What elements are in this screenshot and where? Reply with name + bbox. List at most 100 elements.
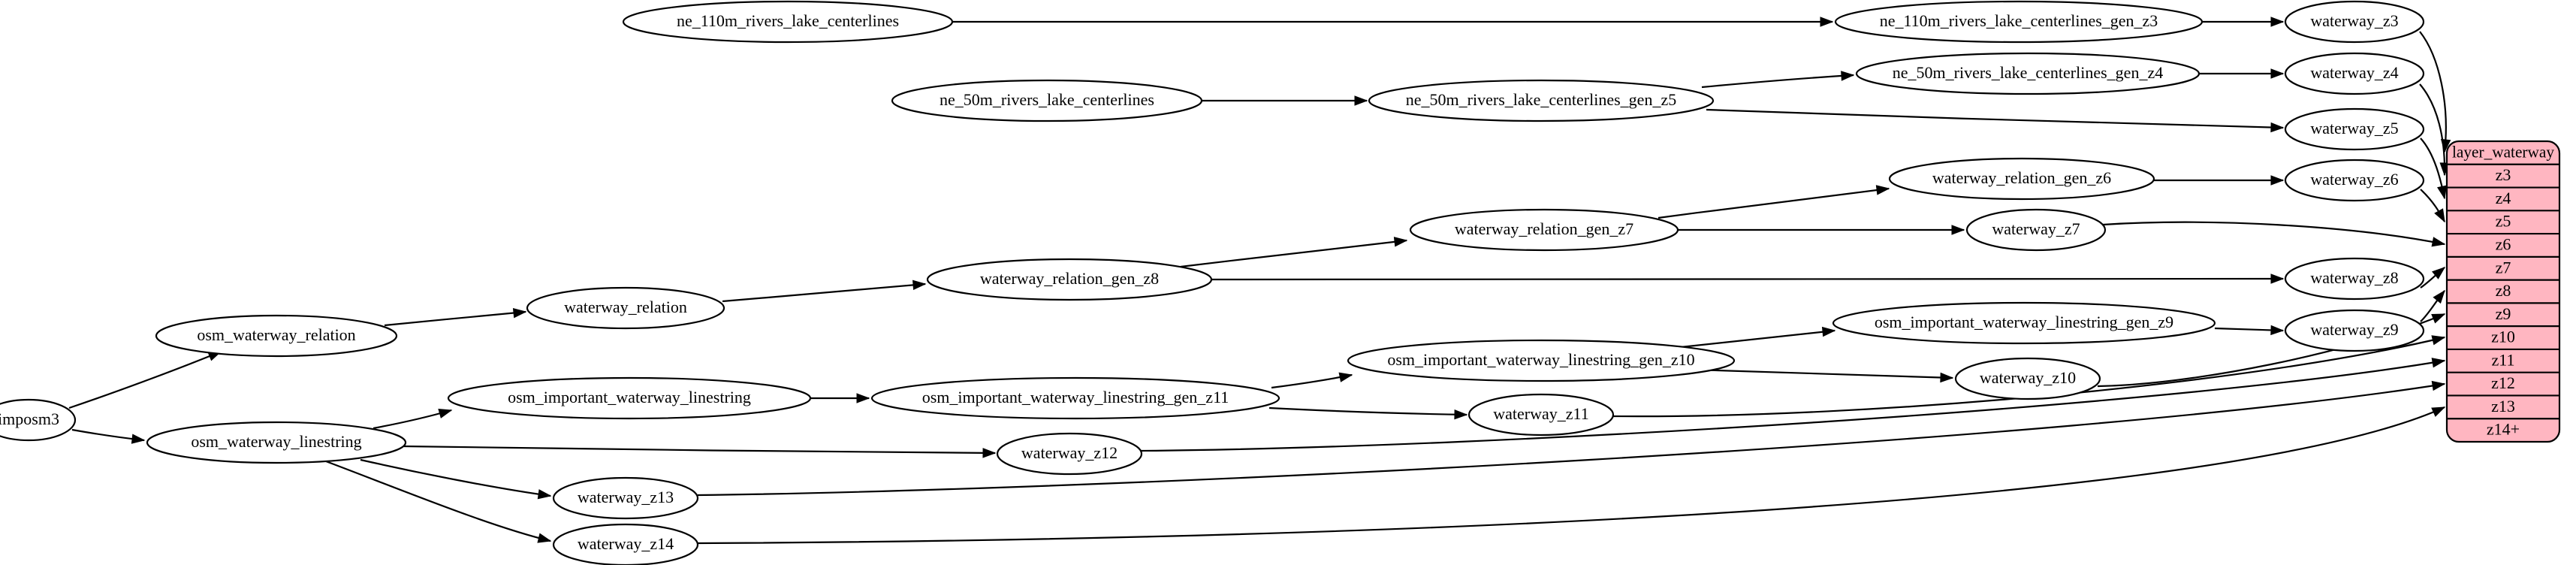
node-waterway_z9[interactable]: waterway_z9 (2284, 309, 2425, 352)
record-row-z7[interactable]: z7 (2496, 258, 2511, 276)
node-ellipse-shape (1832, 301, 2216, 345)
node-ellipse-shape (2284, 107, 2425, 151)
node-waterway_z5[interactable]: waterway_z5 (2284, 107, 2425, 151)
record-row-z4[interactable]: z4 (2496, 189, 2511, 207)
node-ne_50m_rivers_lake_centerlines[interactable]: ne_50m_rivers_lake_centerlines (891, 79, 1203, 122)
record-node-layer: layer_waterway z3 z4 z5 z6 z7 z8 z9 z10 z11 z12 z13… (2445, 140, 2561, 443)
arrowhead-icon (1821, 326, 1836, 337)
edge-waterway_z14-to-rec_z14 (697, 406, 2446, 545)
node-waterway_z8[interactable]: waterway_z8 (2284, 257, 2425, 301)
node-osm_waterway_relation[interactable]: osm_waterway_relation (155, 314, 398, 358)
node-waterway_z14[interactable]: waterway_z14 (552, 523, 699, 565)
arrowhead-icon (2431, 358, 2446, 368)
record-row-z8[interactable]: z8 (2496, 281, 2511, 300)
node-ellipse-shape (891, 79, 1203, 122)
node-ne_110m_rivers_lake_centerlines[interactable]: ne_110m_rivers_lake_centerlines (622, 0, 954, 44)
node-label: osm_important_waterway_linestring_gen_z9 (1875, 313, 2173, 331)
node-osm_important_waterway_linestring_gen_z10[interactable]: osm_important_waterway_linestring_gen_z1… (1347, 339, 1736, 382)
node-ellipse-shape (870, 376, 1280, 420)
node-ne_50m_rivers_lake_centerlines_gen_z5[interactable]: ne_50m_rivers_lake_centerlines_gen_z5 (1368, 79, 1715, 122)
arrowhead-icon (1841, 71, 1855, 81)
arrowhead-icon (1454, 409, 1468, 420)
node-waterway_z3[interactable]: waterway_z3 (2284, 0, 2425, 44)
node-label: osm_important_waterway_linestring (508, 388, 751, 406)
arrowhead-icon (1875, 185, 1890, 195)
arrowhead-icon (537, 489, 552, 500)
node-ne_50m_rivers_lake_centerlines_gen_z4[interactable]: ne_50m_rivers_lake_centerlines_gen_z4 (1855, 52, 2200, 95)
arrowhead-icon (1951, 225, 1965, 235)
edge-ne_50m_rivers_lake_centerlines_gen_z5-to-ne_50m_rivers_lake_centerlines_gen_z4 (1701, 71, 1855, 89)
node-waterway_relation_gen_z6[interactable]: waterway_relation_gen_z6 (1888, 157, 2155, 201)
record-node-title: layer_waterway (2452, 142, 2554, 161)
edge-waterway_relation_gen_z8-to-waterway_relation_gen_z7 (1180, 237, 1408, 268)
record-row-z10[interactable]: z10 (2491, 328, 2515, 346)
record-node-body (2445, 140, 2561, 443)
node-imposm3[interactable]: imposm3 (0, 398, 77, 442)
edge-line (68, 350, 222, 409)
node-waterway_z4[interactable]: waterway_z4 (2284, 52, 2425, 95)
record-row-z12[interactable]: z12 (2491, 373, 2515, 392)
record-row-z13[interactable]: z13 (2491, 397, 2515, 415)
node-label: ne_110m_rivers_lake_centerlines (677, 11, 899, 30)
record-row-z5[interactable]: z5 (2496, 212, 2511, 231)
edge-osm_waterway_linestring-to-waterway_z13 (360, 458, 552, 500)
node-waterway_relation_gen_z7[interactable]: waterway_relation_gen_z7 (1409, 208, 1679, 252)
edge-line (1701, 74, 1854, 89)
record-row-z11[interactable]: z11 (2492, 350, 2515, 369)
edge-waterway_z9-to-rec_z9 (2420, 289, 2445, 322)
edge-ne_50m_rivers_lake_centerlines-to-ne_50m_rivers_lake_centerlines_gen_z5 (1202, 95, 1368, 106)
node-ne_110m_rivers_lake_centerlines_gen_z3[interactable]: ne_110m_rivers_lake_centerlines_gen_z3 (1834, 0, 2203, 44)
node-osm_important_waterway_linestring[interactable]: osm_important_waterway_linestring (447, 376, 812, 420)
edge-osm_important_waterway_linestring_gen_z10-to-waterway_z10 (1692, 368, 1954, 383)
edge-waterway_relation_gen_z8-to-waterway_z8 (1211, 273, 2285, 284)
edge-osm_waterway_linestring-to-waterway_z14 (325, 460, 552, 543)
node-osm_important_waterway_linestring_gen_z11[interactable]: osm_important_waterway_linestring_gen_z1… (870, 376, 1280, 420)
edge-line (697, 382, 2445, 497)
edge-osm_waterway_linestring-to-waterway_z12 (403, 445, 997, 458)
node-ellipse-shape (0, 398, 77, 442)
node-label: ne_110m_rivers_lake_centerlines_gen_z3 (1880, 11, 2158, 30)
edge-osm_waterway_linestring-to-osm_important_waterway_linestring (373, 408, 453, 430)
node-waterway_z12[interactable]: waterway_z12 (996, 432, 1143, 476)
node-ellipse-shape (2284, 257, 2425, 301)
node-osm_important_waterway_linestring_gen_z9[interactable]: osm_important_waterway_linestring_gen_z9 (1832, 301, 2216, 345)
node-waterway_z11[interactable]: waterway_z11 (1467, 393, 1615, 437)
arrowhead-icon (512, 307, 527, 319)
node-label: osm_important_waterway_linestring_gen_z1… (922, 388, 1229, 406)
edge-osm_waterway_relation-to-waterway_relation (384, 307, 527, 327)
edge-waterway_z12-to-rec_z12 (1140, 358, 2446, 452)
edge-line (403, 445, 996, 455)
node-label: waterway_z7 (1992, 219, 2080, 238)
edge-line (722, 282, 926, 303)
node-label: waterway_z3 (2310, 11, 2398, 30)
node-ellipse-shape (1467, 393, 1615, 437)
record-row-z14plus[interactable]: z14+ (2487, 420, 2520, 439)
node-ellipse-shape (552, 476, 699, 520)
record-row-z6[interactable]: z6 (2496, 235, 2511, 254)
arrowhead-icon (2431, 380, 2446, 391)
record-node-layer_waterway[interactable]: layer_waterway z3 z4 z5 z6 z7 z8 z9 z10 z11 z12 z13… (2445, 140, 2561, 443)
node-osm_waterway_linestring[interactable]: osm_waterway_linestring (146, 421, 407, 464)
edge-line (325, 460, 551, 542)
node-ellipse-shape (1409, 208, 1679, 252)
node-waterway_z10[interactable]: waterway_z10 (1954, 357, 2101, 400)
node-waterway_z13[interactable]: waterway_z13 (552, 476, 699, 520)
edge-line (1140, 359, 2445, 452)
arrowhead-icon (131, 434, 146, 444)
node-waterway_relation[interactable]: waterway_relation (526, 286, 725, 330)
arrowhead-icon (856, 393, 870, 403)
edge-waterway_z5-to-rec_z5 (2420, 137, 2448, 200)
record-row-z9[interactable]: z9 (2496, 304, 2511, 323)
record-row-z3[interactable]: z3 (2496, 165, 2511, 184)
node-label: waterway_z12 (1021, 443, 1118, 462)
edge-line (360, 458, 551, 497)
arrowhead-icon (1820, 17, 1834, 27)
node-waterway_z6[interactable]: waterway_z6 (2284, 159, 2425, 202)
edge-ne_50m_rivers_lake_centerlines_gen_z4-to-waterway_z4 (2199, 68, 2285, 79)
edge-osm_important_waterway_linestring_gen_z11-to-osm_important_waterway_linestring_gen_z10 (1271, 372, 1353, 389)
node-waterway_z7[interactable]: waterway_z7 (1965, 208, 2107, 252)
edge-waterway_relation_gen_z6-to-waterway_z6 (2154, 175, 2285, 186)
edge-line (1706, 108, 2284, 129)
node-waterway_relation_gen_z8[interactable]: waterway_relation_gen_z8 (926, 258, 1213, 301)
edge-osm_important_waterway_linestring_gen_z10-to-osm_important_waterway_linestring_gen_z9 (1680, 326, 1836, 349)
